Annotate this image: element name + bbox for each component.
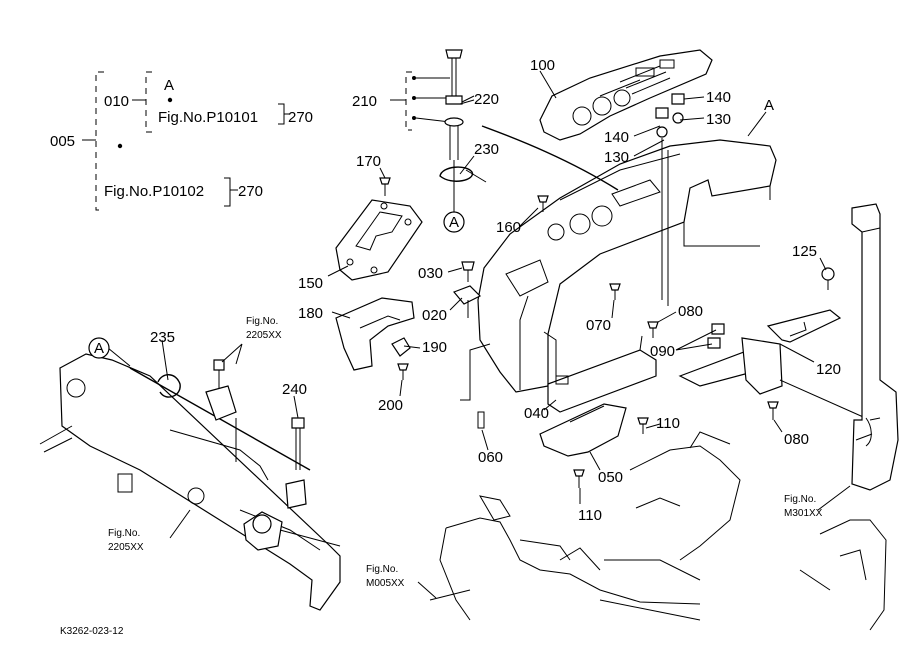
callout-270-b: 270 (238, 183, 263, 200)
callout-170: 170 (356, 153, 381, 170)
circle-marker-mid-label: A (449, 214, 459, 231)
drawing-number: K3262-023-12 (60, 626, 124, 637)
fig-ref-p10102: Fig.No.P10102 (104, 183, 204, 200)
part-050-bracket (539, 403, 627, 457)
callout-230: 230 (474, 141, 499, 158)
callout-210: 210 (352, 93, 377, 110)
callout-140-b: 140 (604, 129, 629, 146)
part-235-clamp (129, 359, 311, 471)
callout-030: 030 (418, 265, 443, 282)
part-180-bracket (335, 297, 415, 380)
fig-ref-2205-bot-line2: 2205XX (108, 542, 144, 553)
callout-220: 220 (474, 91, 499, 108)
part-100-panel (539, 49, 713, 141)
fig-ref-p10101: Fig.No.P10101 (158, 109, 258, 126)
circle-marker-left-label: A (94, 340, 104, 357)
callout-150: 150 (298, 275, 323, 292)
fig-ref-2205-bot-line1: Fig.No. (108, 528, 140, 539)
callout-130-a: 130 (706, 111, 731, 128)
callout-110-b: 110 (578, 507, 602, 524)
part-120-bracket (647, 267, 871, 421)
leader-lines (107, 70, 851, 599)
callout-240: 240 (282, 381, 307, 398)
callout-a-right: A (764, 97, 774, 114)
callout-200: 200 (378, 397, 403, 414)
fig-ref-m301-line2: M301XX (784, 508, 823, 519)
callout-190: 190 (422, 339, 447, 356)
callout-060: 060 (478, 449, 503, 466)
fig-ref-2205-top-line2: 2205XX (246, 330, 282, 341)
left-frame-rail (39, 353, 341, 611)
callouts: 005 010 A Fig.No.P10101 270 Fig.No.P1010… (50, 57, 841, 637)
part-150-cover (335, 177, 423, 281)
part-110-screws (573, 417, 649, 488)
part-240-bolt (291, 417, 305, 470)
callout-080-b: 080 (784, 431, 809, 448)
callout-125: 125 (792, 243, 817, 260)
part-030-020 (452, 261, 482, 318)
callout-235: 235 (150, 329, 175, 346)
part-tree (82, 71, 290, 211)
callout-270-a: 270 (288, 109, 313, 126)
part-070-screw (609, 283, 621, 300)
fig-ref-m005-line2: M005XX (366, 578, 405, 589)
fig-ref-m301-line1: Fig.No. (784, 494, 816, 505)
callout-140-a: 140 (706, 89, 731, 106)
callout-040: 040 (524, 405, 549, 422)
callout-050: 050 (598, 469, 623, 486)
part-210-stack (390, 49, 487, 200)
callout-130-b: 130 (604, 149, 629, 166)
fig-ref-m005-line1: Fig.No. (366, 564, 398, 575)
circle-marker-mid (443, 211, 465, 233)
callout-180: 180 (298, 305, 323, 322)
part-160-screw (537, 195, 549, 212)
callout-a-top: A (164, 77, 174, 94)
part-140-130-bolts (655, 93, 685, 306)
callout-110-a: 110 (656, 415, 680, 432)
frame-post (851, 203, 899, 491)
lower-frame (429, 431, 887, 631)
callout-120: 120 (816, 361, 841, 378)
callout-080-a: 080 (678, 303, 703, 320)
callout-070: 070 (586, 317, 611, 334)
circle-marker-left (88, 337, 110, 359)
callout-005: 005 (50, 133, 75, 150)
callout-010: 010 (104, 93, 129, 110)
fig-ref-2205-top-line1: Fig.No. (246, 316, 278, 327)
throttle-cable (481, 125, 619, 191)
part-060 (460, 343, 491, 429)
callout-100: 100 (530, 57, 555, 74)
callout-160: 160 (496, 219, 521, 236)
callout-090: 090 (650, 343, 675, 360)
main-console-cover (477, 139, 777, 393)
part-040-panel (547, 335, 657, 413)
callout-020: 020 (422, 307, 447, 324)
